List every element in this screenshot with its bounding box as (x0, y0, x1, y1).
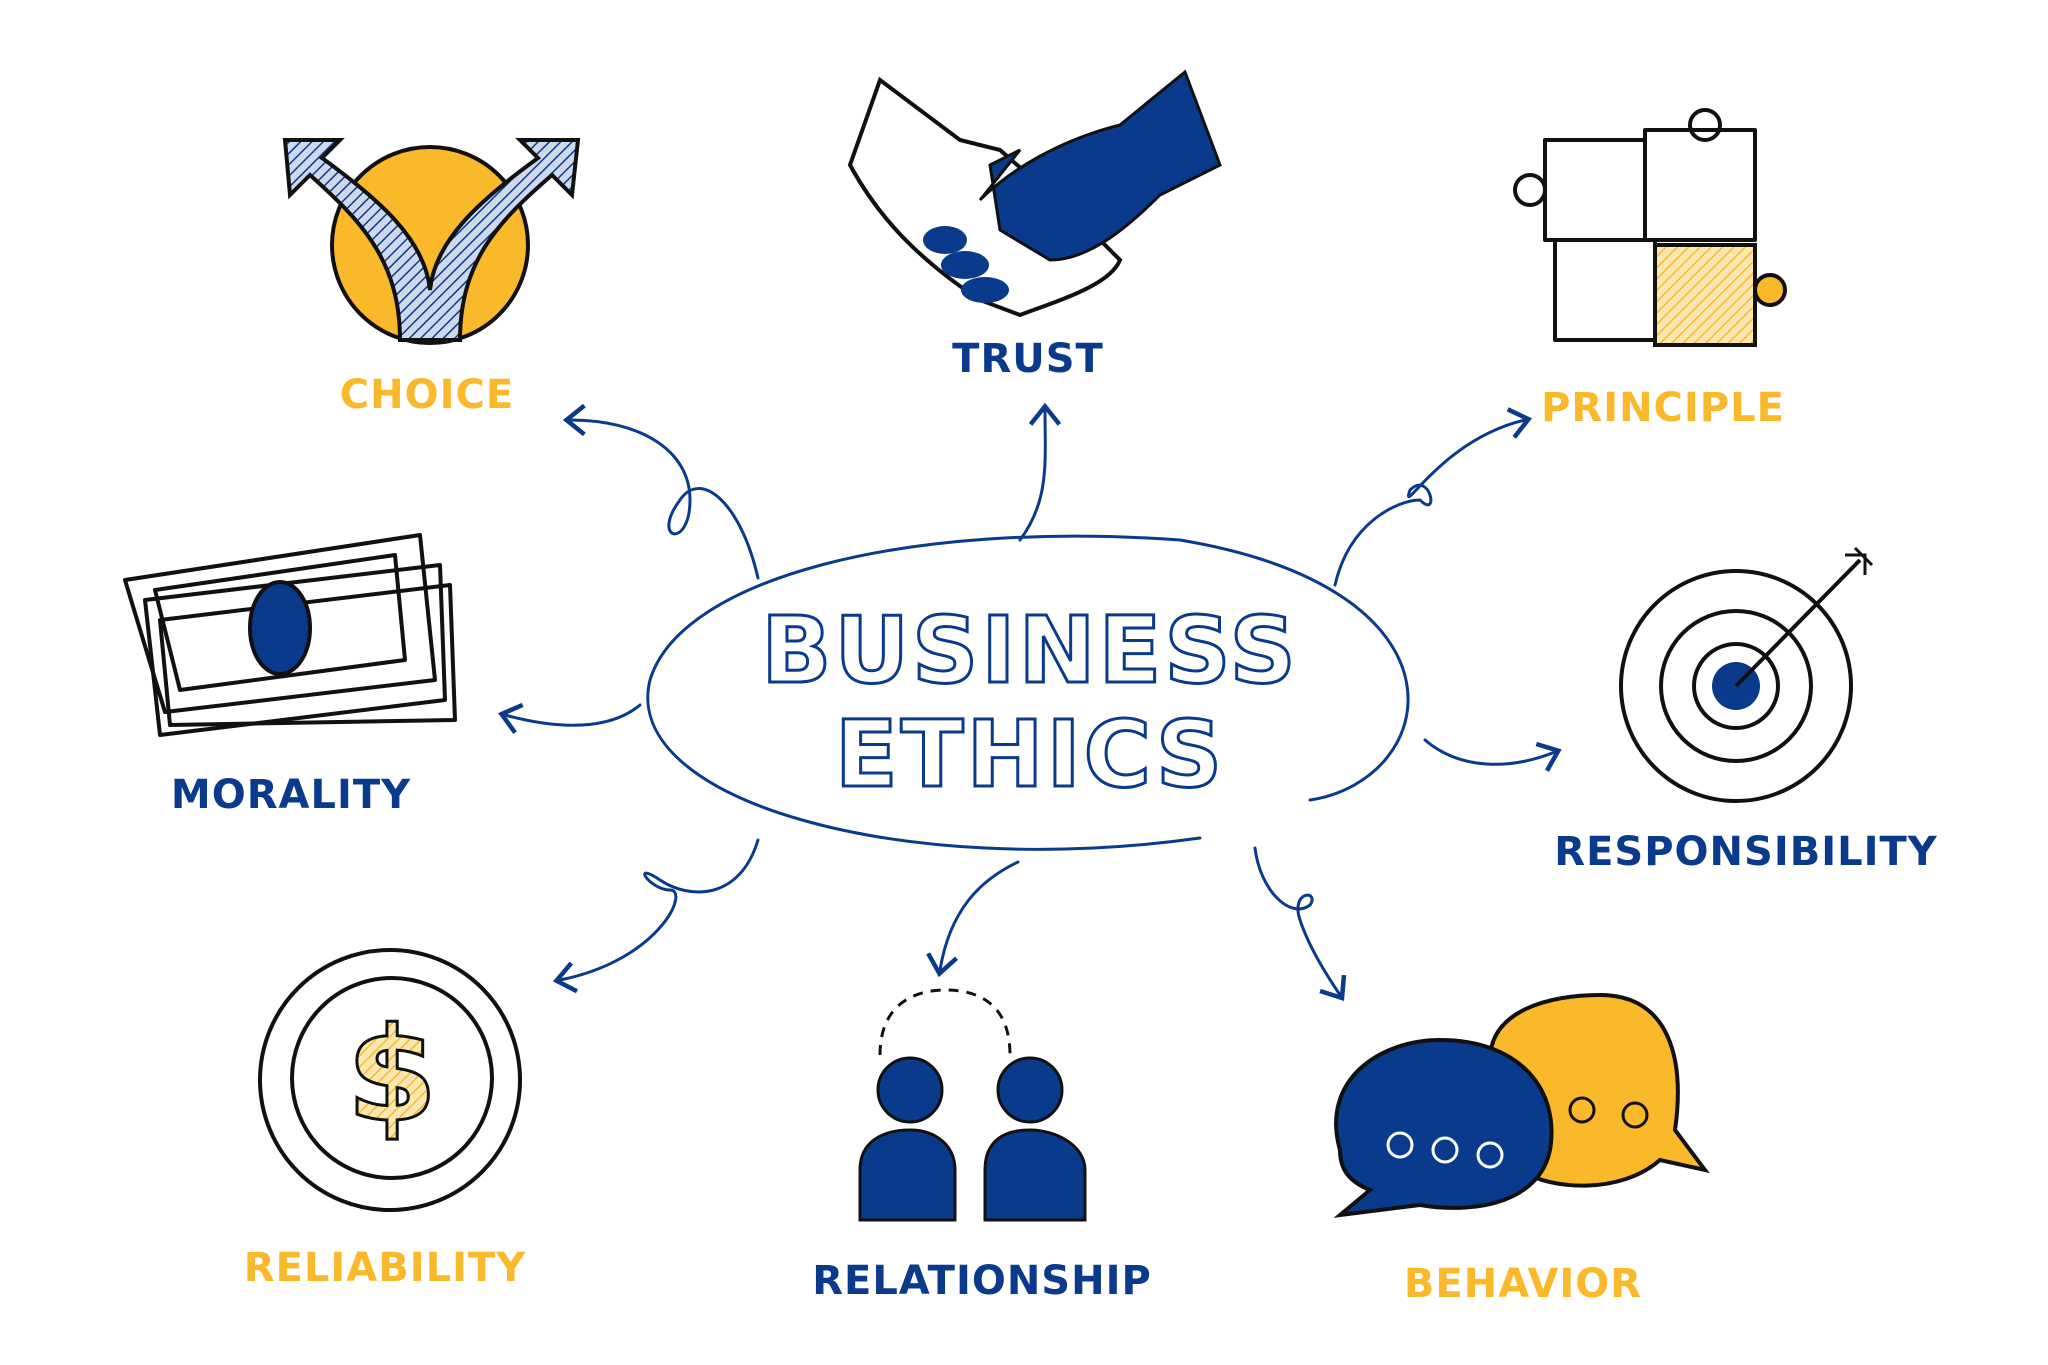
arrow-responsibility (1423, 738, 1562, 772)
node-label-relationship: RELATIONSHIP (812, 1258, 1152, 1304)
node-label-reliability: RELIABILITY (244, 1245, 526, 1291)
node-label-behavior: BEHAVIOR (1404, 1261, 1642, 1307)
arrow-behavior (1253, 846, 1347, 1001)
node-label-responsibility: RESPONSIBILITY (1554, 829, 1937, 875)
speech-bubbles-icon (1333, 992, 1710, 1218)
arrow-reliability (552, 838, 760, 994)
arrow-relationship (926, 860, 1020, 978)
connector-arrows (498, 402, 1562, 1001)
title-line-1: BUSINESS (761, 597, 1299, 704)
dollar-coin-icon: $ (258, 948, 522, 1212)
central-ellipse (646, 534, 1410, 851)
central-node: BUSINESS ETHICS (646, 534, 1410, 851)
arrow-trust (1018, 402, 1062, 542)
people-icon (858, 988, 1087, 1222)
puzzle-icon (1513, 108, 1787, 347)
title-line-2: ETHICS (835, 701, 1225, 808)
handshake-icon (847, 69, 1222, 318)
svg-text:$: $ (347, 999, 437, 1151)
node-label-choice: CHOICE (340, 372, 514, 418)
node-label-principle: PRINCIPLE (1541, 385, 1785, 431)
arrow-choice (562, 403, 760, 580)
diverging-arrows-icon (282, 138, 581, 345)
arrow-principle (1333, 407, 1533, 587)
arrow-morality (498, 702, 642, 735)
node-label-trust: TRUST (952, 336, 1104, 382)
target-icon (1619, 546, 1874, 803)
node-label-morality: MORALITY (171, 772, 411, 818)
banknote-icon (123, 533, 457, 737)
